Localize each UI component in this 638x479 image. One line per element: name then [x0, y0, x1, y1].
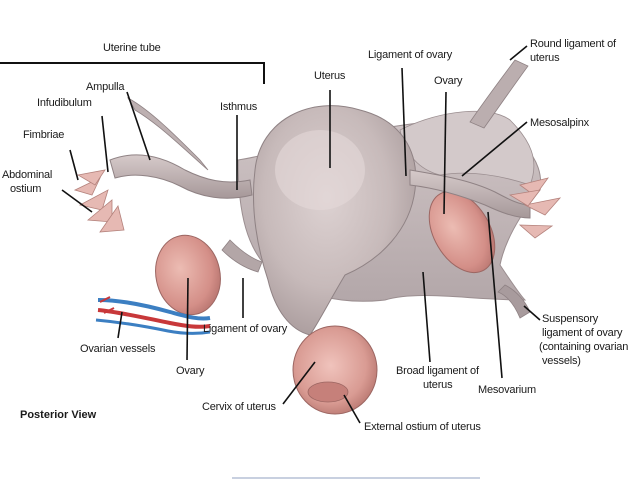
label-ligament-of-ovary-top: Ligament of ovary	[368, 49, 453, 61]
left-ovary-ligament-shape	[221, 239, 263, 273]
uterine-tube-bracket	[0, 62, 265, 84]
label-posterior-view: Posterior View	[20, 409, 97, 421]
left-upper-ligament-shape	[126, 96, 209, 171]
leader-lines	[61, 45, 541, 424]
round-ligament-shape	[469, 59, 529, 129]
left-fimbriae-shape	[73, 169, 125, 233]
label-suspensory-line1: Suspensory	[542, 313, 599, 325]
uterus-fundus-highlight	[275, 130, 365, 210]
label-infundibulum: Infudibulum	[37, 97, 92, 109]
label-fimbriae: Fimbriae	[23, 129, 64, 141]
label-suspensory-line2: ligament of ovary	[542, 327, 623, 339]
external-ostium-shape	[307, 381, 349, 403]
label-ovary-right: Ovary	[434, 75, 463, 87]
label-isthmus: Isthmus	[220, 101, 258, 113]
label-broad-ligament-line2: uterus	[423, 379, 453, 391]
label-round-ligament-line2: uterus	[530, 52, 560, 64]
left-uterine-tube-shape	[109, 154, 253, 199]
right-ovary-shape	[428, 190, 496, 274]
ovarian-vessels-shape	[95, 296, 211, 335]
label-ampulla: Ampulla	[86, 81, 125, 93]
label-cervix: Cervix of uterus	[202, 401, 277, 413]
label-broad-ligament-line1: Broad ligament of	[396, 365, 480, 377]
label-ovarian-vessels: Ovarian vessels	[80, 343, 156, 355]
right-uterine-tube-shape	[409, 169, 531, 219]
label-ligament-of-ovary-left: Ligament of ovary	[203, 323, 288, 335]
label-mesovarium: Mesovarium	[478, 384, 536, 396]
suspensory-ligament-shape	[497, 284, 531, 319]
label-abdominal-ostium-line1: Abdominal	[2, 169, 52, 181]
label-round-ligament-line1: Round ligament of	[530, 38, 617, 50]
label-ovary-left: Ovary	[176, 365, 205, 377]
label-suspensory-line3: (containing ovarian	[539, 341, 628, 353]
label-suspensory-line4: vessels)	[542, 355, 581, 367]
left-ovary-shape	[155, 234, 221, 316]
label-mesosalpinx: Mesosalpinx	[530, 117, 590, 129]
right-fimbriae-shape	[508, 177, 562, 239]
label-external-ostium: External ostium of uterus	[364, 421, 481, 433]
label-abdominal-ostium-line2: ostium	[10, 183, 41, 195]
label-uterine-tube: Uterine tube	[103, 42, 161, 54]
label-uterus: Uterus	[314, 70, 346, 82]
